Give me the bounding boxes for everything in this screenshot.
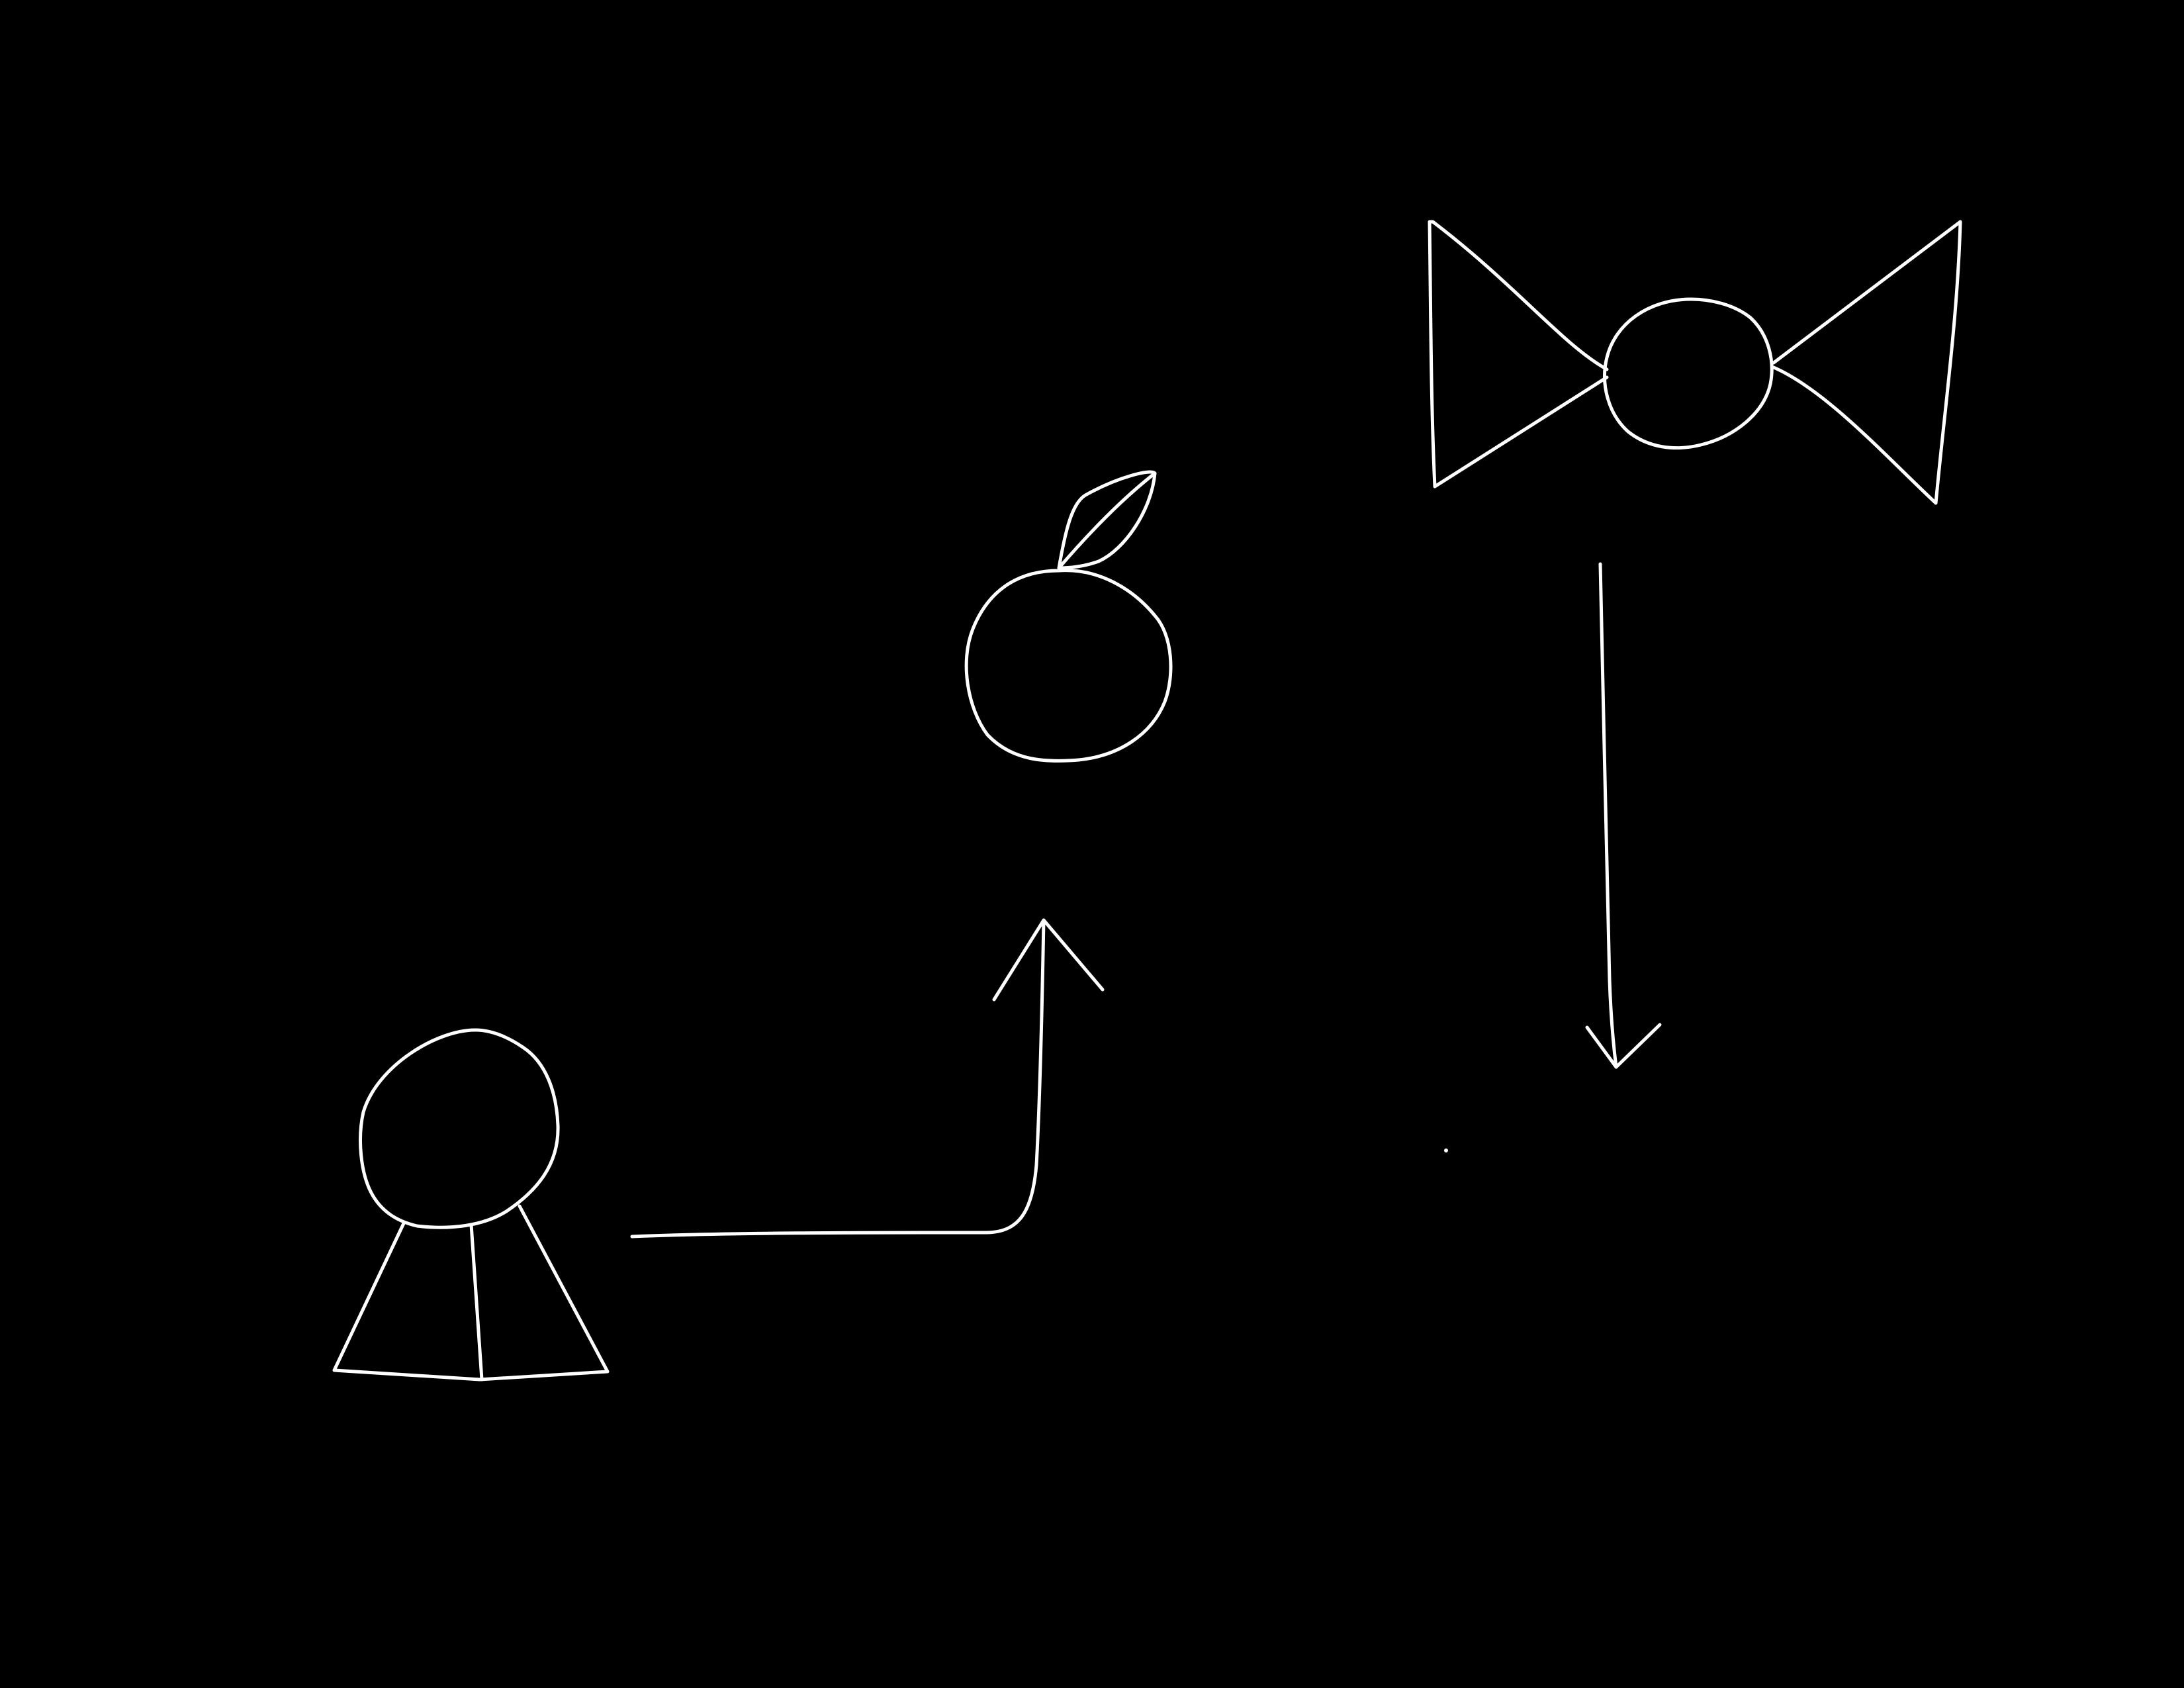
- arrow-up-shaft: [630, 918, 1046, 1239]
- candy-icon: [1428, 220, 1962, 505]
- stray-dot: [1444, 1149, 1448, 1152]
- person-head: [359, 1028, 560, 1229]
- candy-right-wrapper: [1772, 220, 1962, 505]
- candy-center: [1603, 297, 1774, 450]
- person-body-divider: [469, 1223, 484, 1382]
- candy-left-wrapper: [1428, 220, 1609, 489]
- arrow-up: [630, 918, 1105, 1239]
- person-body: [332, 1204, 610, 1382]
- arrow-down-head: [1585, 1023, 1662, 1069]
- arrow-down-shaft: [1598, 562, 1618, 1069]
- arrow-down: [1585, 562, 1662, 1069]
- person-icon: [332, 1028, 610, 1382]
- apple-leaf-vein: [1057, 471, 1157, 570]
- apple-icon: [964, 470, 1173, 763]
- arrow-up-head: [992, 918, 1105, 1002]
- apple-body: [964, 569, 1173, 763]
